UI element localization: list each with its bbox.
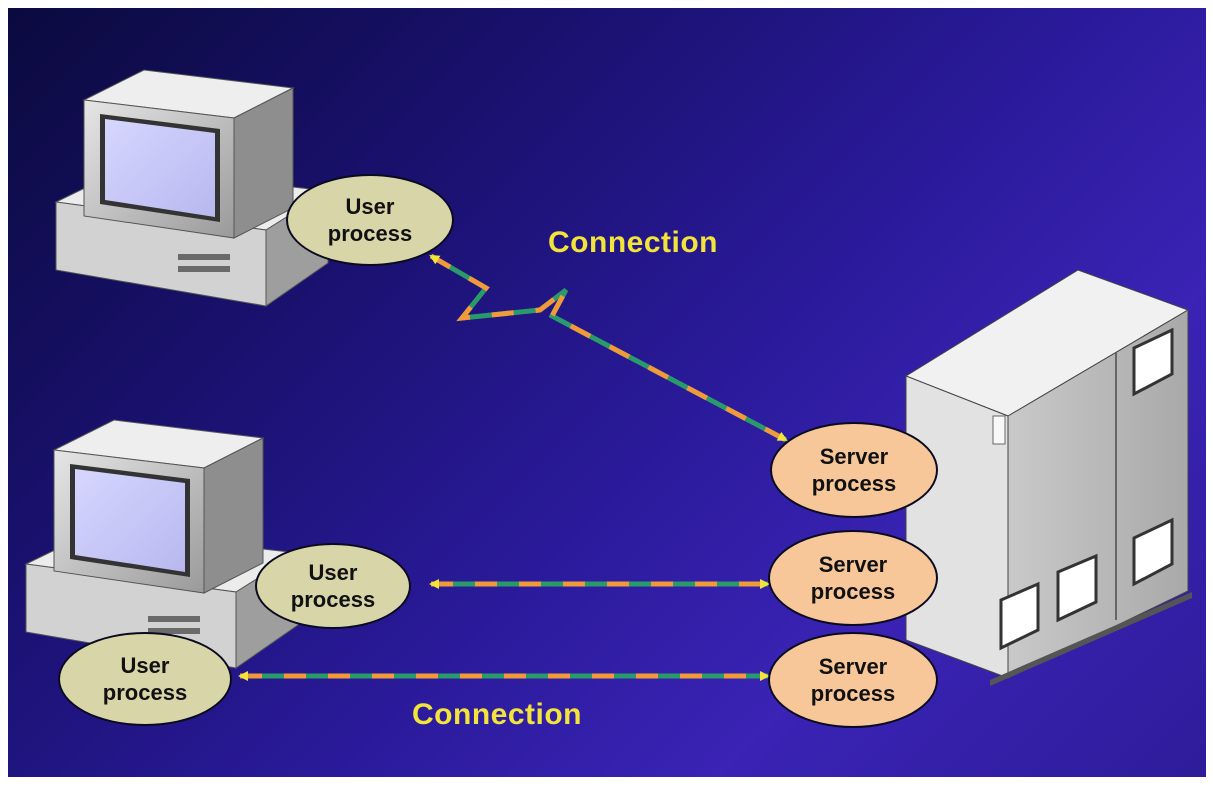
diagram-slide: Connection Connection User process User … xyxy=(8,8,1206,777)
node-label-line2: process xyxy=(327,221,413,246)
node-label-line1: Server xyxy=(819,443,889,469)
node-label-line1: User xyxy=(345,193,395,219)
node-label-line2: process xyxy=(811,471,897,496)
server-cabinet-icon xyxy=(904,269,1192,686)
connection-label-bottom: Connection xyxy=(412,698,582,731)
server-process-node: Server process xyxy=(768,632,938,728)
node-label-line1: Server xyxy=(818,551,888,577)
desktop-computer-icon xyxy=(54,69,330,307)
user-process-node: User process xyxy=(255,543,411,629)
user-process-node: User process xyxy=(58,632,232,726)
connection-label-top: Connection xyxy=(548,226,718,259)
node-label-line1: User xyxy=(308,559,358,585)
user-process-node: User process xyxy=(286,174,454,266)
node-label-line2: process xyxy=(810,579,896,604)
connection-lines xyxy=(238,253,788,681)
server-process-node: Server process xyxy=(768,530,938,626)
server-process-node: Server process xyxy=(770,422,938,518)
node-label-line1: Server xyxy=(818,653,888,679)
node-label-line2: process xyxy=(810,681,896,706)
node-label-line1: User xyxy=(120,652,170,678)
connection-line-dash xyxy=(429,253,788,443)
node-label-line2: process xyxy=(290,587,376,612)
desktop-computer-icon xyxy=(24,419,300,669)
node-label-line2: process xyxy=(102,680,188,705)
